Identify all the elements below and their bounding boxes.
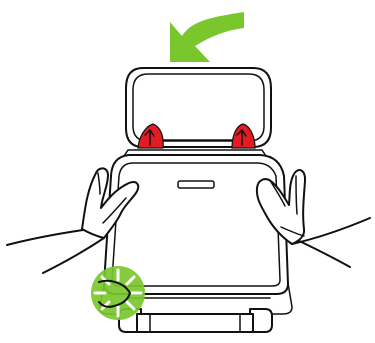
curved-arrow-icon: [170, 12, 244, 62]
